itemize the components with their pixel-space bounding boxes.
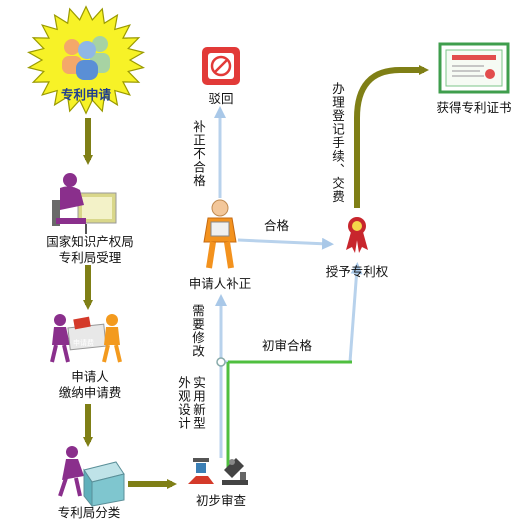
node-reject: 驳回: [208, 91, 234, 106]
certificate-icon: [438, 42, 510, 94]
lab-microscope-icon: [188, 458, 248, 485]
sort-box-icon: [58, 446, 125, 508]
arrow-grant-to-cert: [354, 65, 429, 208]
arrow-patch-to-grant: [237, 237, 334, 250]
node-cert: 获得专利证书: [436, 100, 512, 115]
fee-paper-label: 申请费: [73, 339, 94, 347]
green-path: [226, 360, 352, 470]
edge-qualified: 合格: [264, 218, 290, 233]
node-patch: 申请人补正: [188, 276, 252, 291]
edge-not-qualified: 补正不合格: [191, 120, 206, 188]
edge-register: 办理登记手续、交费: [330, 82, 345, 204]
people-group-icon: [62, 36, 110, 80]
node-accept-line2: 专利局受理: [58, 250, 122, 265]
node-fee-line2: 缴纳申请费: [58, 385, 122, 400]
node-grant: 授予专利权: [325, 264, 389, 279]
person-icon: [203, 199, 237, 269]
edge-design: 外观设计: [176, 376, 191, 430]
reject-stamp-icon: [202, 47, 240, 85]
edge-utility: 实用新型: [191, 376, 206, 430]
node-fee-line1: 申请人: [71, 369, 109, 384]
ribbon-seal-icon: [346, 217, 368, 253]
node-apply: 专利申请: [60, 87, 111, 102]
node-prelim: 初步审查: [195, 493, 246, 508]
office-worker-icon: [52, 173, 117, 234]
carry-box-icon: [50, 314, 122, 363]
edge-prelim-pass: 初审合格: [262, 338, 313, 353]
edge-needs-revision: 需要修改: [190, 304, 205, 358]
olive-arrows: [83, 65, 429, 489]
junction-node: [216, 357, 226, 367]
node-accept-line1: 国家知识产权局: [46, 234, 134, 249]
node-classify: 专利局分类: [57, 505, 121, 520]
